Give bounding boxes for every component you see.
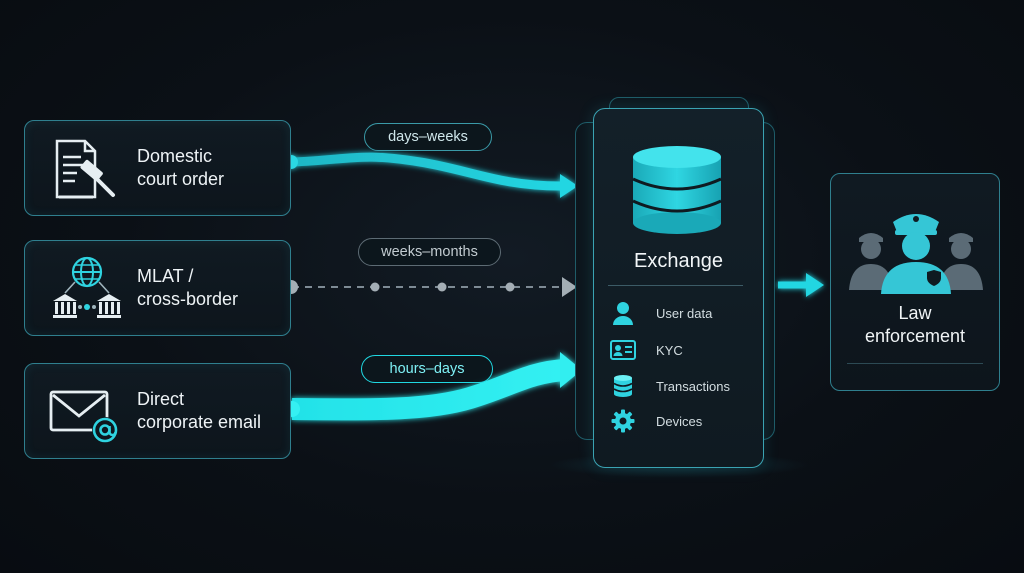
mlat-arrow — [284, 277, 577, 297]
law-enforcement-box: Law enforcement — [830, 173, 1000, 391]
exchange-item-label: KYC — [656, 342, 683, 358]
court-gavel-document-icon — [55, 139, 115, 199]
source-label: Direct corporate email — [137, 389, 262, 432]
exchange-item-kyc: KYC — [610, 336, 755, 364]
source-domestic-court-order: Domestic court order — [24, 120, 291, 216]
timeline-pill-email: hours–days — [361, 355, 493, 383]
source-direct-corporate-email: Direct corporate email — [24, 363, 291, 459]
source-label: MLAT / cross-border — [137, 266, 239, 309]
law-enforcement-divider — [847, 363, 983, 364]
exchange-to-law-enforcement-arrow — [778, 273, 824, 297]
law-enforcement-label: Law enforcement — [864, 303, 966, 346]
exchange-item-label: Devices — [656, 413, 703, 429]
exchange-item-label: User data — [656, 305, 713, 321]
exchange-item-transactions: Transactions — [610, 372, 755, 400]
exchange-item-label: Transactions — [656, 378, 730, 394]
timeline-pill-mlat: weeks–months — [358, 238, 501, 266]
globe-institutions-icon — [53, 256, 121, 318]
id-card-icon — [610, 337, 636, 363]
police-officers-icon — [849, 214, 983, 294]
source-label: Domestic court order — [137, 146, 225, 189]
exchange-item-user-data: User data — [610, 299, 755, 327]
user-icon — [610, 300, 636, 326]
court-order-arrow — [284, 152, 578, 198]
exchange-panel: Exchange User data KYC Transactions — [593, 108, 764, 468]
email-at-icon — [49, 390, 118, 443]
database-stack-icon — [632, 146, 722, 234]
exchange-divider — [608, 285, 743, 286]
timeline-pill-court: days–weeks — [364, 123, 492, 151]
gear-icon — [610, 408, 636, 434]
exchange-title: Exchange — [634, 250, 723, 272]
database-icon — [610, 373, 636, 399]
source-mlat-cross-border: MLAT / cross-border — [24, 240, 291, 336]
exchange-item-devices: Devices — [610, 407, 755, 435]
